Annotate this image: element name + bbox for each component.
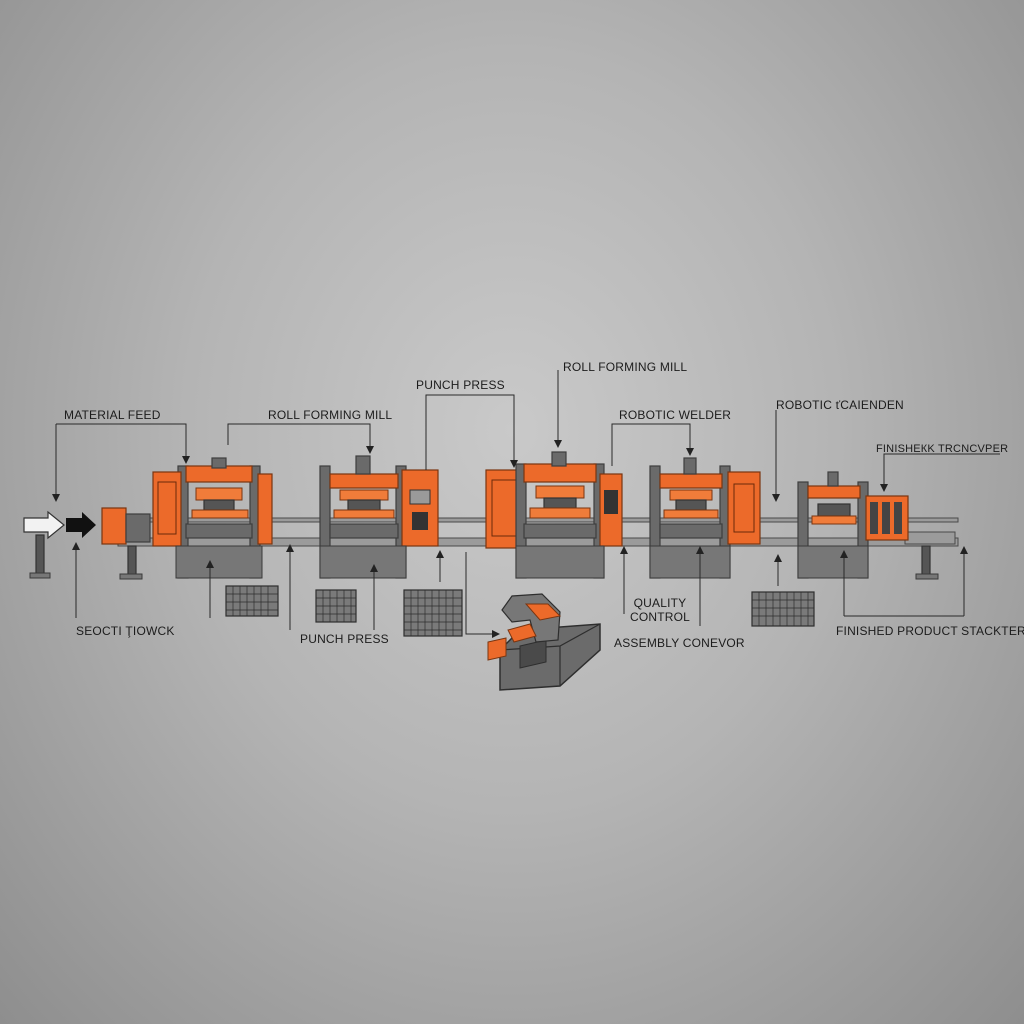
station-robotic-welder	[649, 457, 761, 579]
stock-sheet	[225, 585, 279, 617]
station-punch-press	[319, 455, 439, 579]
label-finished-product-stacker: FINISHED PRODUCT STACKTER	[836, 624, 1024, 638]
material-feed-unit	[101, 507, 151, 545]
station-roll-forming-mill-2	[485, 451, 623, 579]
formed-sheet	[403, 589, 463, 637]
label-stock: SEOCTI ŢIOWCK	[76, 624, 175, 638]
formed-part-icon	[487, 593, 601, 691]
label-robotic-welder: ROBOTIC WELDER	[619, 408, 732, 422]
leader-lines	[52, 370, 1000, 638]
label-quality-control: QUALITY CONTROL	[629, 596, 691, 624]
label-punch-press-top: PUNCH PRESS	[416, 378, 505, 392]
label-roll-forming-mill-2: ROLL FORMING MILL	[563, 360, 688, 374]
label-finished-conveyor: FINISHEКK TRCNCVРER	[876, 443, 1009, 455]
station-finished-conveyor	[865, 495, 909, 541]
label-material-feed: MATERIAL FEED	[64, 408, 161, 422]
label-punch-press-bottom: PUNCH PRESS	[300, 632, 389, 646]
finished-sheet	[751, 591, 815, 627]
input-arrow-icon	[23, 510, 96, 579]
station-robotic-calender	[797, 471, 869, 579]
label-assembly-conveyor: ASSEMBLY CONEVOR	[614, 636, 745, 650]
label-roll-forming-mill-1: ROLL FORMING MILL	[268, 408, 393, 422]
station-roll-forming-mill-1	[152, 457, 273, 579]
punched-sheet	[315, 589, 357, 623]
label-robotic-calender: ROBOTIC ťCAIENDEN	[776, 398, 904, 412]
